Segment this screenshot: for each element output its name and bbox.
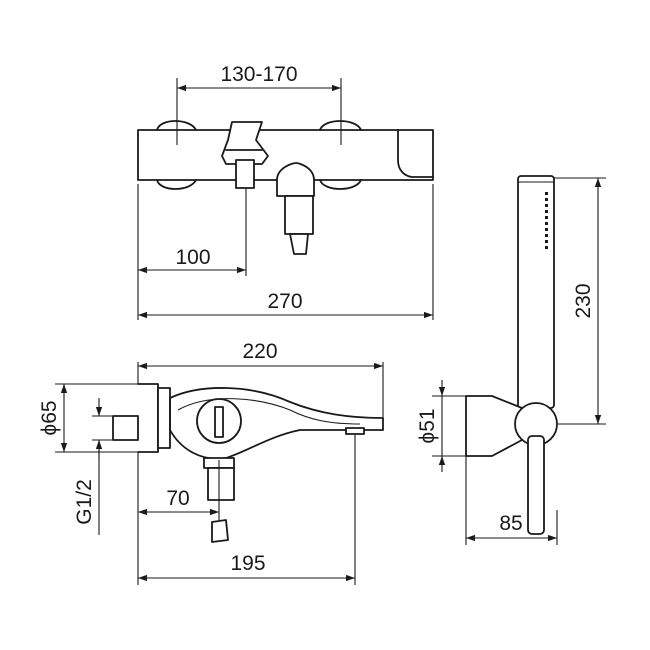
dimension-label-holder-diameter: ϕ51: [416, 408, 439, 443]
dimension-label-handshower-length: 230: [572, 283, 595, 318]
dimension-total-width: 270: [138, 184, 434, 320]
hand-shower-view: [465, 175, 558, 535]
dimension-holder-diameter: ϕ51: [416, 380, 466, 472]
dimension-holder-projection: 85: [465, 456, 558, 545]
dimension-label-center-distance: 130-170: [220, 63, 297, 86]
dimension-thread: G1/2: [73, 398, 113, 535]
dimension-spout-offset: 100: [137, 184, 246, 320]
dimension-center-distance: 130-170: [176, 63, 342, 122]
dimension-label-total-width: 270: [267, 290, 302, 313]
front-view: [137, 120, 434, 276]
dimension-plate-diameter: ϕ65: [38, 383, 138, 453]
dimension-label-projection: 195: [230, 552, 265, 575]
dimension-spout-length: 220: [137, 340, 384, 418]
side-view: [112, 383, 384, 543]
dimension-outlet-offset: 70: [137, 452, 219, 585]
dimension-label-plate-diameter: ϕ65: [38, 400, 61, 435]
spray-dots: [545, 192, 548, 249]
dimension-label-spout-length: 220: [242, 340, 277, 363]
dimension-label-spout-offset: 100: [175, 246, 210, 269]
dimension-handshower-length: 230: [554, 177, 606, 425]
dimension-label-holder-projection: 85: [499, 512, 522, 535]
dimension-label-outlet-offset: 70: [166, 487, 189, 510]
dimension-label-thread: G1/2: [73, 479, 96, 525]
dimension-projection: 195: [138, 434, 356, 585]
